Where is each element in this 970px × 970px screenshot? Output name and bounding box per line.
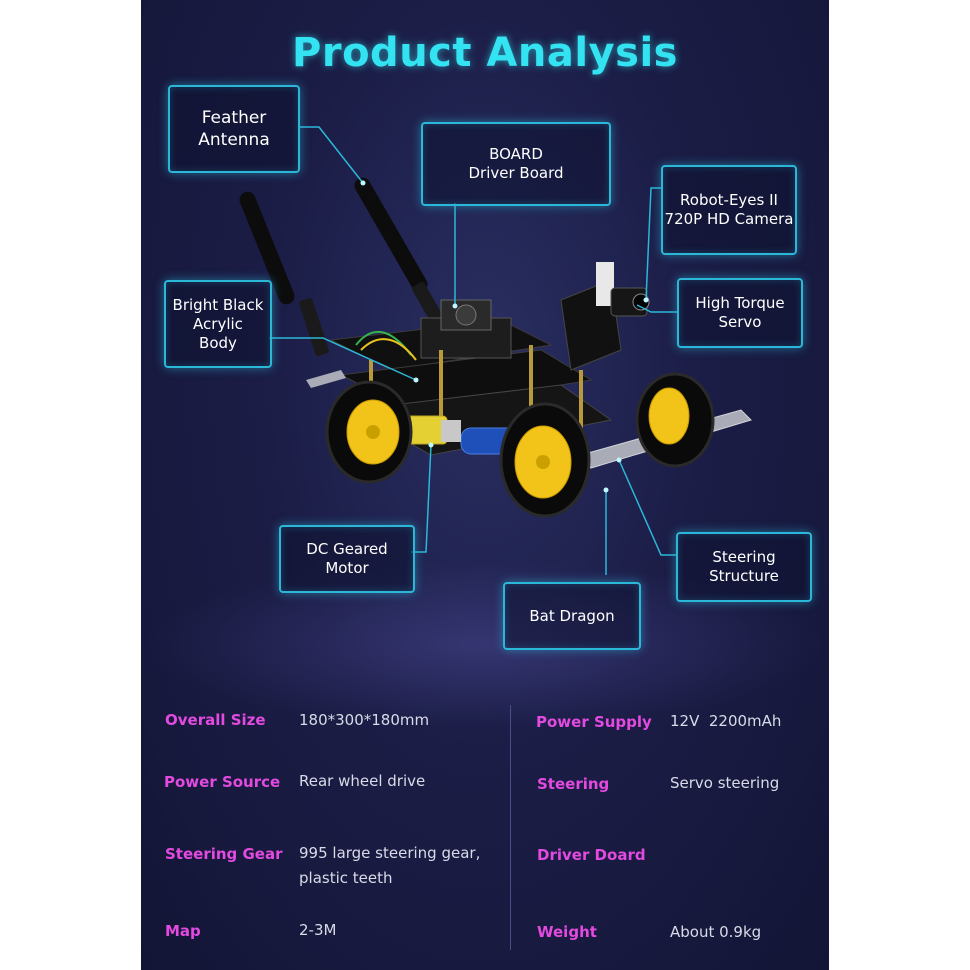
wheel-front-left bbox=[499, 402, 591, 518]
spec-label-driver-board: Driver Doard bbox=[537, 846, 646, 864]
spec-label-steering: Steering bbox=[537, 775, 610, 793]
spec-label-steering-gear: Steering Gear bbox=[165, 845, 283, 863]
spec-value-weight: About 0.9kg bbox=[670, 923, 762, 941]
callout-feather-antenna: Feather Antenna bbox=[168, 85, 300, 173]
spec-label-power-source: Power Source bbox=[164, 773, 281, 791]
callout-acrylic-body: Bright Black Acrylic Body bbox=[164, 280, 272, 368]
spec-divider bbox=[510, 705, 511, 950]
spec-value-steering-gear: 995 large steering gear, plastic teeth bbox=[299, 844, 481, 887]
spec-value-map: 2-3M bbox=[299, 921, 337, 939]
callout-steering-structure: Steering Structure bbox=[676, 532, 812, 602]
callout-battery: Bat Dragon bbox=[503, 582, 641, 650]
wheel-front-right bbox=[635, 372, 715, 468]
spec-value-power-supply: 12V 2200mAh bbox=[670, 712, 782, 730]
spec-value-steering: Servo steering bbox=[670, 774, 780, 792]
callout-dc-motor: DC Geared Motor bbox=[279, 525, 415, 593]
spec-label-overall-size: Overall Size bbox=[165, 711, 266, 729]
antenna-right bbox=[354, 177, 442, 322]
spec-label-power-supply: Power Supply bbox=[536, 713, 652, 731]
product-poster: Product Analysis bbox=[141, 0, 829, 970]
callout-camera: Robot-Eyes II 720P HD Camera bbox=[661, 165, 797, 255]
robot-car-image bbox=[239, 177, 752, 518]
spec-value-overall-size: 180*300*180mm bbox=[299, 711, 430, 729]
spec-label-map: Map bbox=[165, 922, 201, 940]
page-title: Product Analysis bbox=[292, 30, 678, 76]
spec-label-weight: Weight bbox=[537, 923, 597, 941]
spec-value-power-source: Rear wheel drive bbox=[299, 772, 426, 790]
callout-servo: High Torque Servo bbox=[677, 278, 803, 348]
callout-driver-board: BOARD Driver Board bbox=[421, 122, 611, 206]
wheel-rear-left bbox=[325, 380, 413, 484]
